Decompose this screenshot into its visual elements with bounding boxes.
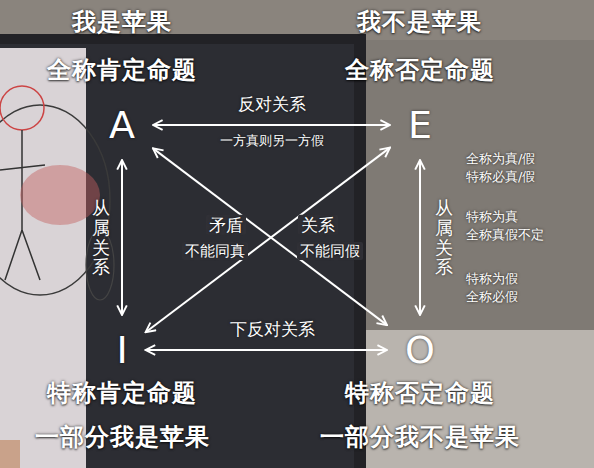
proposition-caption: 我不是苹果 <box>357 8 482 37</box>
proposition-letter: O <box>399 327 441 373</box>
relation-arrow <box>419 160 421 315</box>
relation-note: 关系 <box>298 215 338 235</box>
rule-note: 特称为真 全称真假不定 <box>466 208 549 244</box>
proposition-caption: 特称肯定命题 <box>47 379 197 408</box>
relation-arrow <box>121 160 123 315</box>
relation-note: 不能同真 <box>182 242 248 260</box>
drawn-circle <box>0 105 110 295</box>
relation-label: 反对关系 <box>238 94 306 114</box>
proposition-caption: 一部分我不是苹果 <box>320 423 520 452</box>
relation-label: 下反对关系 <box>230 319 315 339</box>
proposition-letter: E <box>402 102 438 148</box>
proposition-node: I特称肯定命题一部分我是苹果 <box>110 327 133 373</box>
proposition-caption: 全称肯定命题 <box>47 56 197 85</box>
proposition-letter: I <box>110 327 133 373</box>
relation-arrow <box>153 148 387 325</box>
relation-label: 从属关系 <box>435 198 453 277</box>
relation-arrow <box>146 349 387 351</box>
drawn-head <box>0 86 44 130</box>
relation-arrow <box>146 148 390 333</box>
monitor-frame <box>0 34 366 468</box>
hand-edge <box>0 440 20 468</box>
red-blur <box>20 165 100 225</box>
proposition-caption: 特称否定命题 <box>345 379 495 408</box>
rule-note: 全称为真/假 特称必真/假 <box>466 150 549 186</box>
proposition-node: 我不是苹果全称否定命题E <box>402 102 438 148</box>
relation-label: 从属关系 <box>92 198 110 277</box>
proposition-node: O特称否定命题一部分我不是苹果 <box>399 327 441 373</box>
proposition-caption: 全称否定命题 <box>345 56 495 85</box>
relation-note: 一方真则另一方假 <box>220 133 324 149</box>
relation-note: 矛盾 <box>206 215 246 235</box>
proposition-caption: 我是苹果 <box>72 8 172 37</box>
relation-note: 不能同假 <box>297 242 363 260</box>
proposition-caption: 一部分我是苹果 <box>35 423 210 452</box>
rule-note: 特称为假 全称必假 <box>466 270 549 306</box>
proposition-letter: A <box>103 102 141 148</box>
relation-arrow <box>153 124 390 126</box>
proposition-node: 我是苹果全称肯定命题A <box>103 102 141 148</box>
